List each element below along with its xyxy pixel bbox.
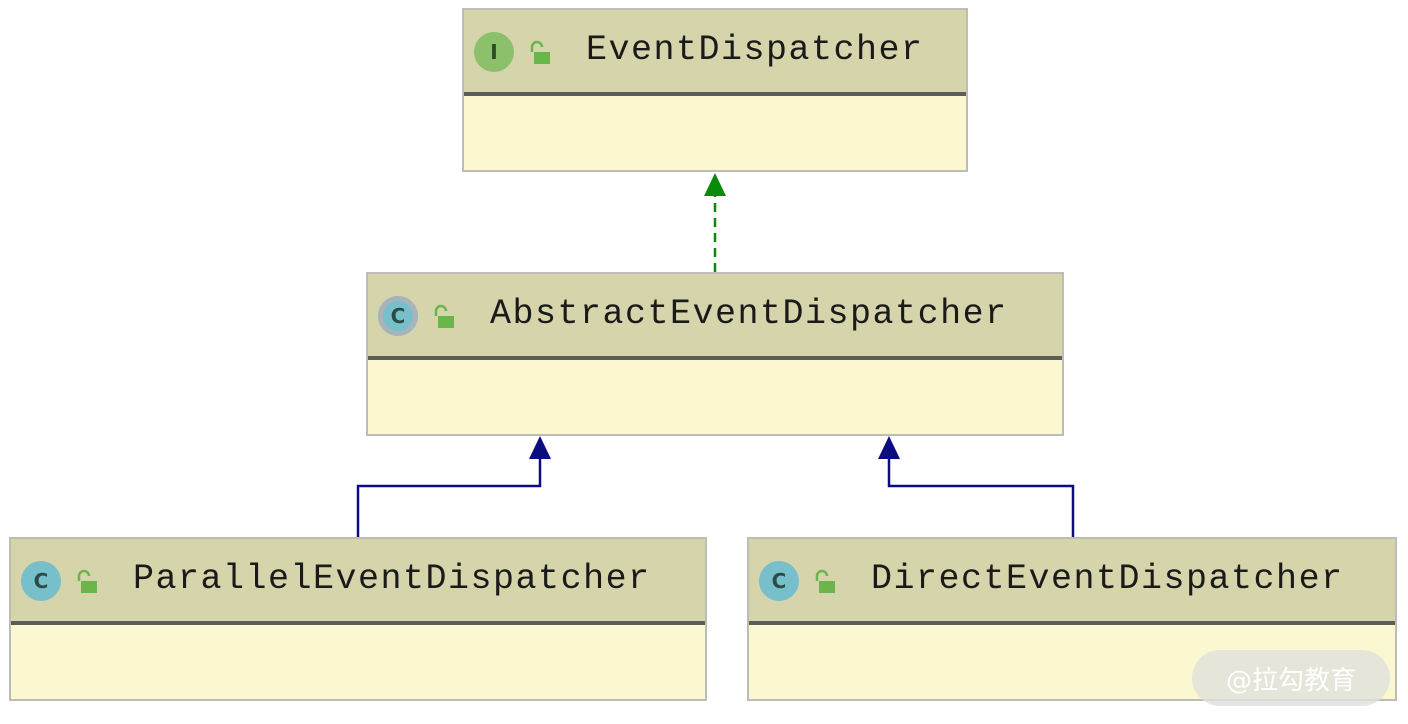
class-box-parallel-event-dispatcher[interactable]: C ParallelEventDispatcher (9, 537, 707, 701)
interface-icon: I (474, 32, 514, 72)
class-header: C AbstractEventDispatcher (368, 274, 1062, 360)
abstract-class-icon: C (378, 296, 418, 336)
public-lock-icon (77, 569, 97, 593)
extends-arrow-parallel (356, 436, 551, 537)
class-icon: C (21, 561, 61, 601)
class-icon: C (759, 561, 799, 601)
class-box-event-dispatcher[interactable]: I EventDispatcher (462, 8, 968, 172)
public-lock-icon (815, 569, 835, 593)
class-header: C ParallelEventDispatcher (11, 539, 705, 625)
public-lock-icon (530, 40, 550, 64)
implements-arrow (704, 173, 726, 272)
class-box-abstract-event-dispatcher[interactable]: C AbstractEventDispatcher (366, 272, 1064, 436)
watermark: @拉勾教育 (1192, 650, 1390, 706)
extends-arrow-direct (878, 436, 1075, 537)
class-header: I EventDispatcher (464, 10, 966, 96)
class-name: AbstractEventDispatcher (490, 294, 1008, 334)
public-lock-icon (434, 304, 454, 328)
class-name: EventDispatcher (586, 30, 924, 70)
class-name: ParallelEventDispatcher (133, 559, 651, 599)
class-header: C DirectEventDispatcher (749, 539, 1395, 625)
class-name: DirectEventDispatcher (871, 559, 1344, 599)
